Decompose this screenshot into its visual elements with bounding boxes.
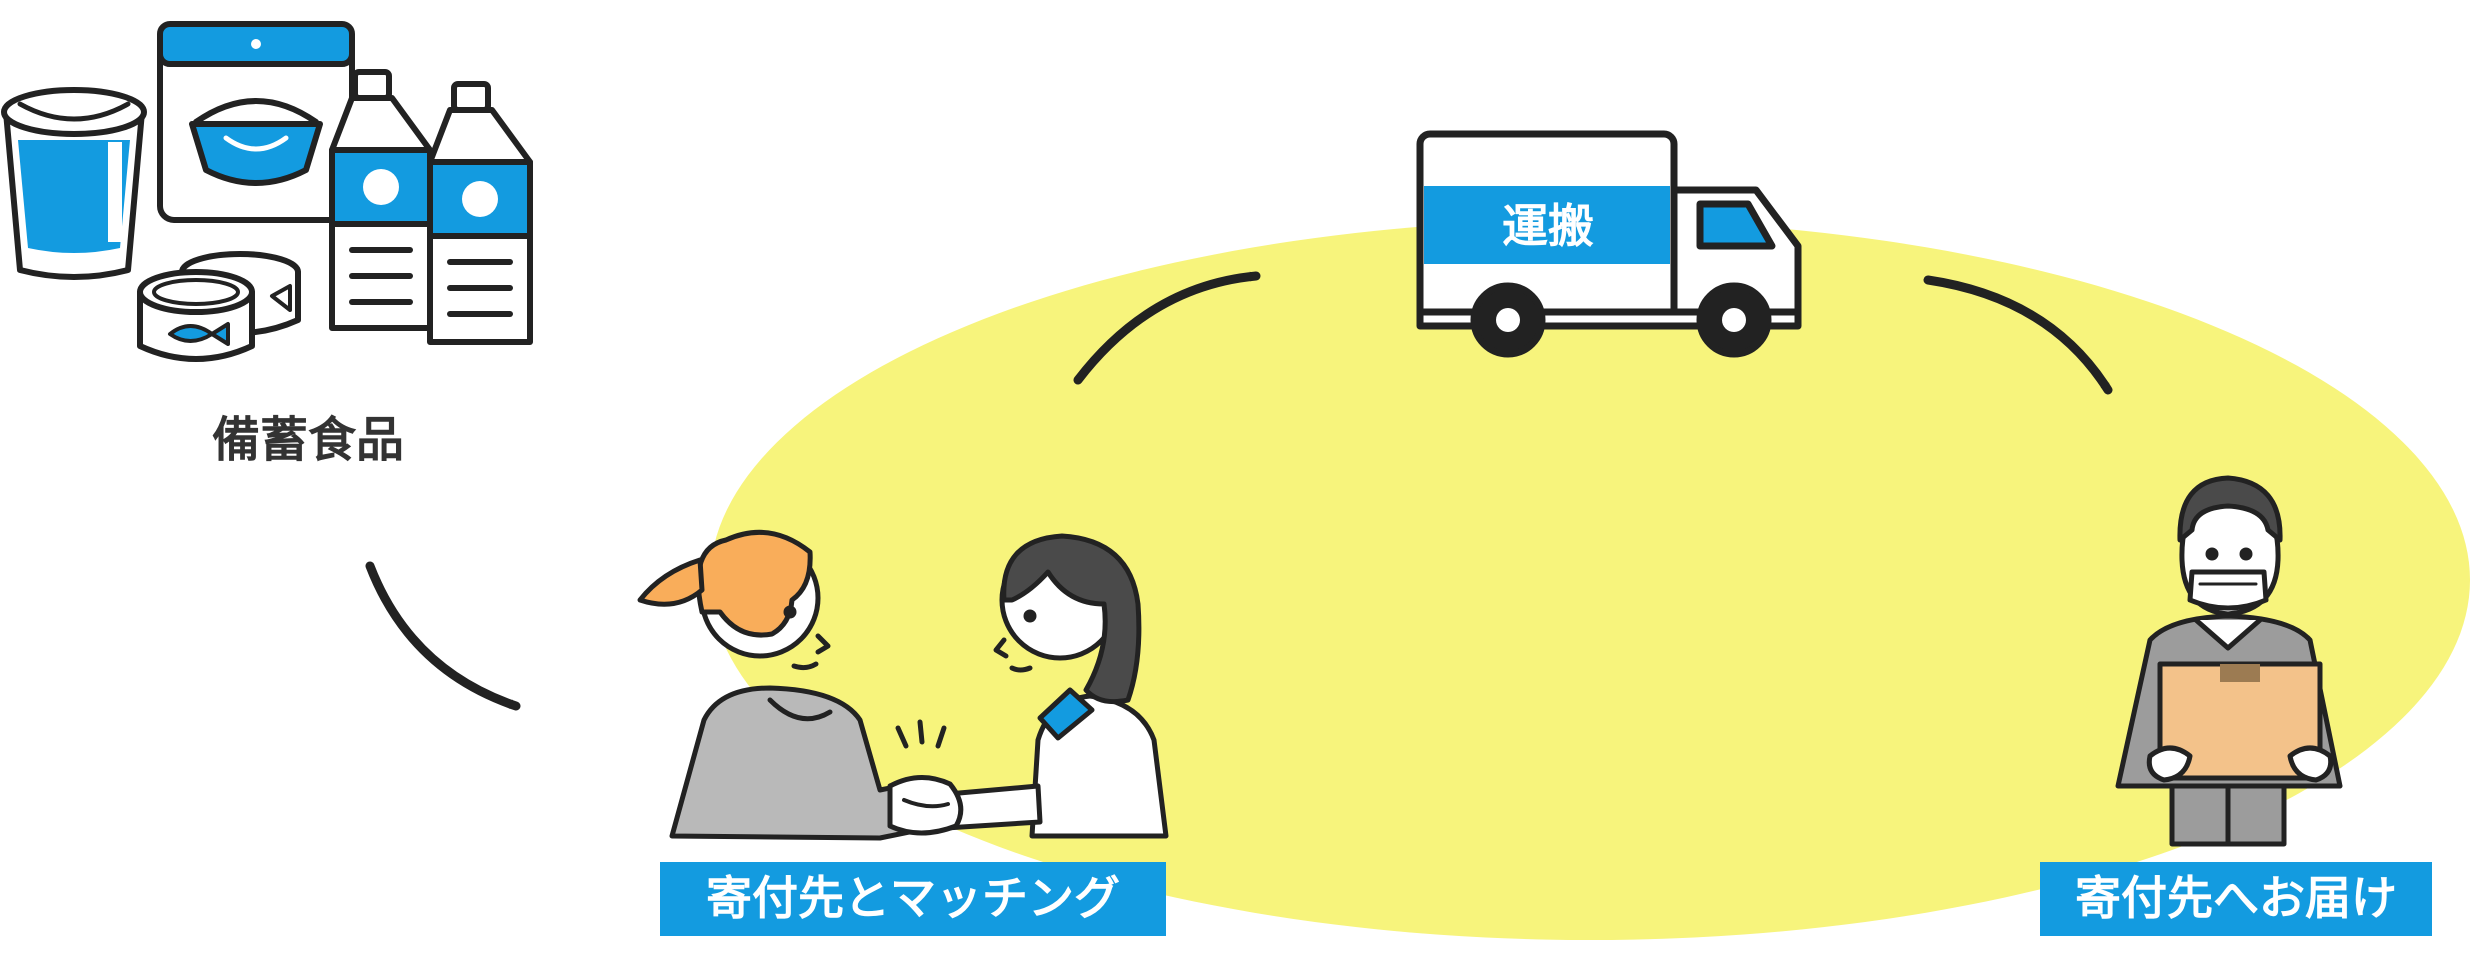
delivery-label-box: [2040, 862, 2432, 936]
arrow-icon: [365, 561, 521, 711]
arrow-icon: [1923, 275, 2113, 395]
stockpile-food-icon-group: [1, 21, 533, 362]
delivery-label: 寄付先へお届け: [2075, 871, 2397, 925]
delivery-person-icon: [2115, 475, 2343, 847]
canned-fish-icon: [137, 251, 301, 362]
water-bottle-icon: [329, 69, 433, 331]
matching-label-box: [660, 862, 1166, 936]
arrow-icon: [1073, 271, 1261, 385]
cup-noodle-icon: [1, 87, 147, 280]
stockpile-label: 備蓄食品: [212, 412, 404, 468]
rice-pouch-icon: [157, 21, 355, 223]
truck-icon: [1416, 130, 1802, 358]
matching-label: 寄付先とマッチング: [706, 871, 1120, 925]
water-bottle-icon: [427, 81, 533, 345]
handshake-icon: [637, 529, 1169, 841]
transport-label: 運搬: [1502, 199, 1594, 253]
